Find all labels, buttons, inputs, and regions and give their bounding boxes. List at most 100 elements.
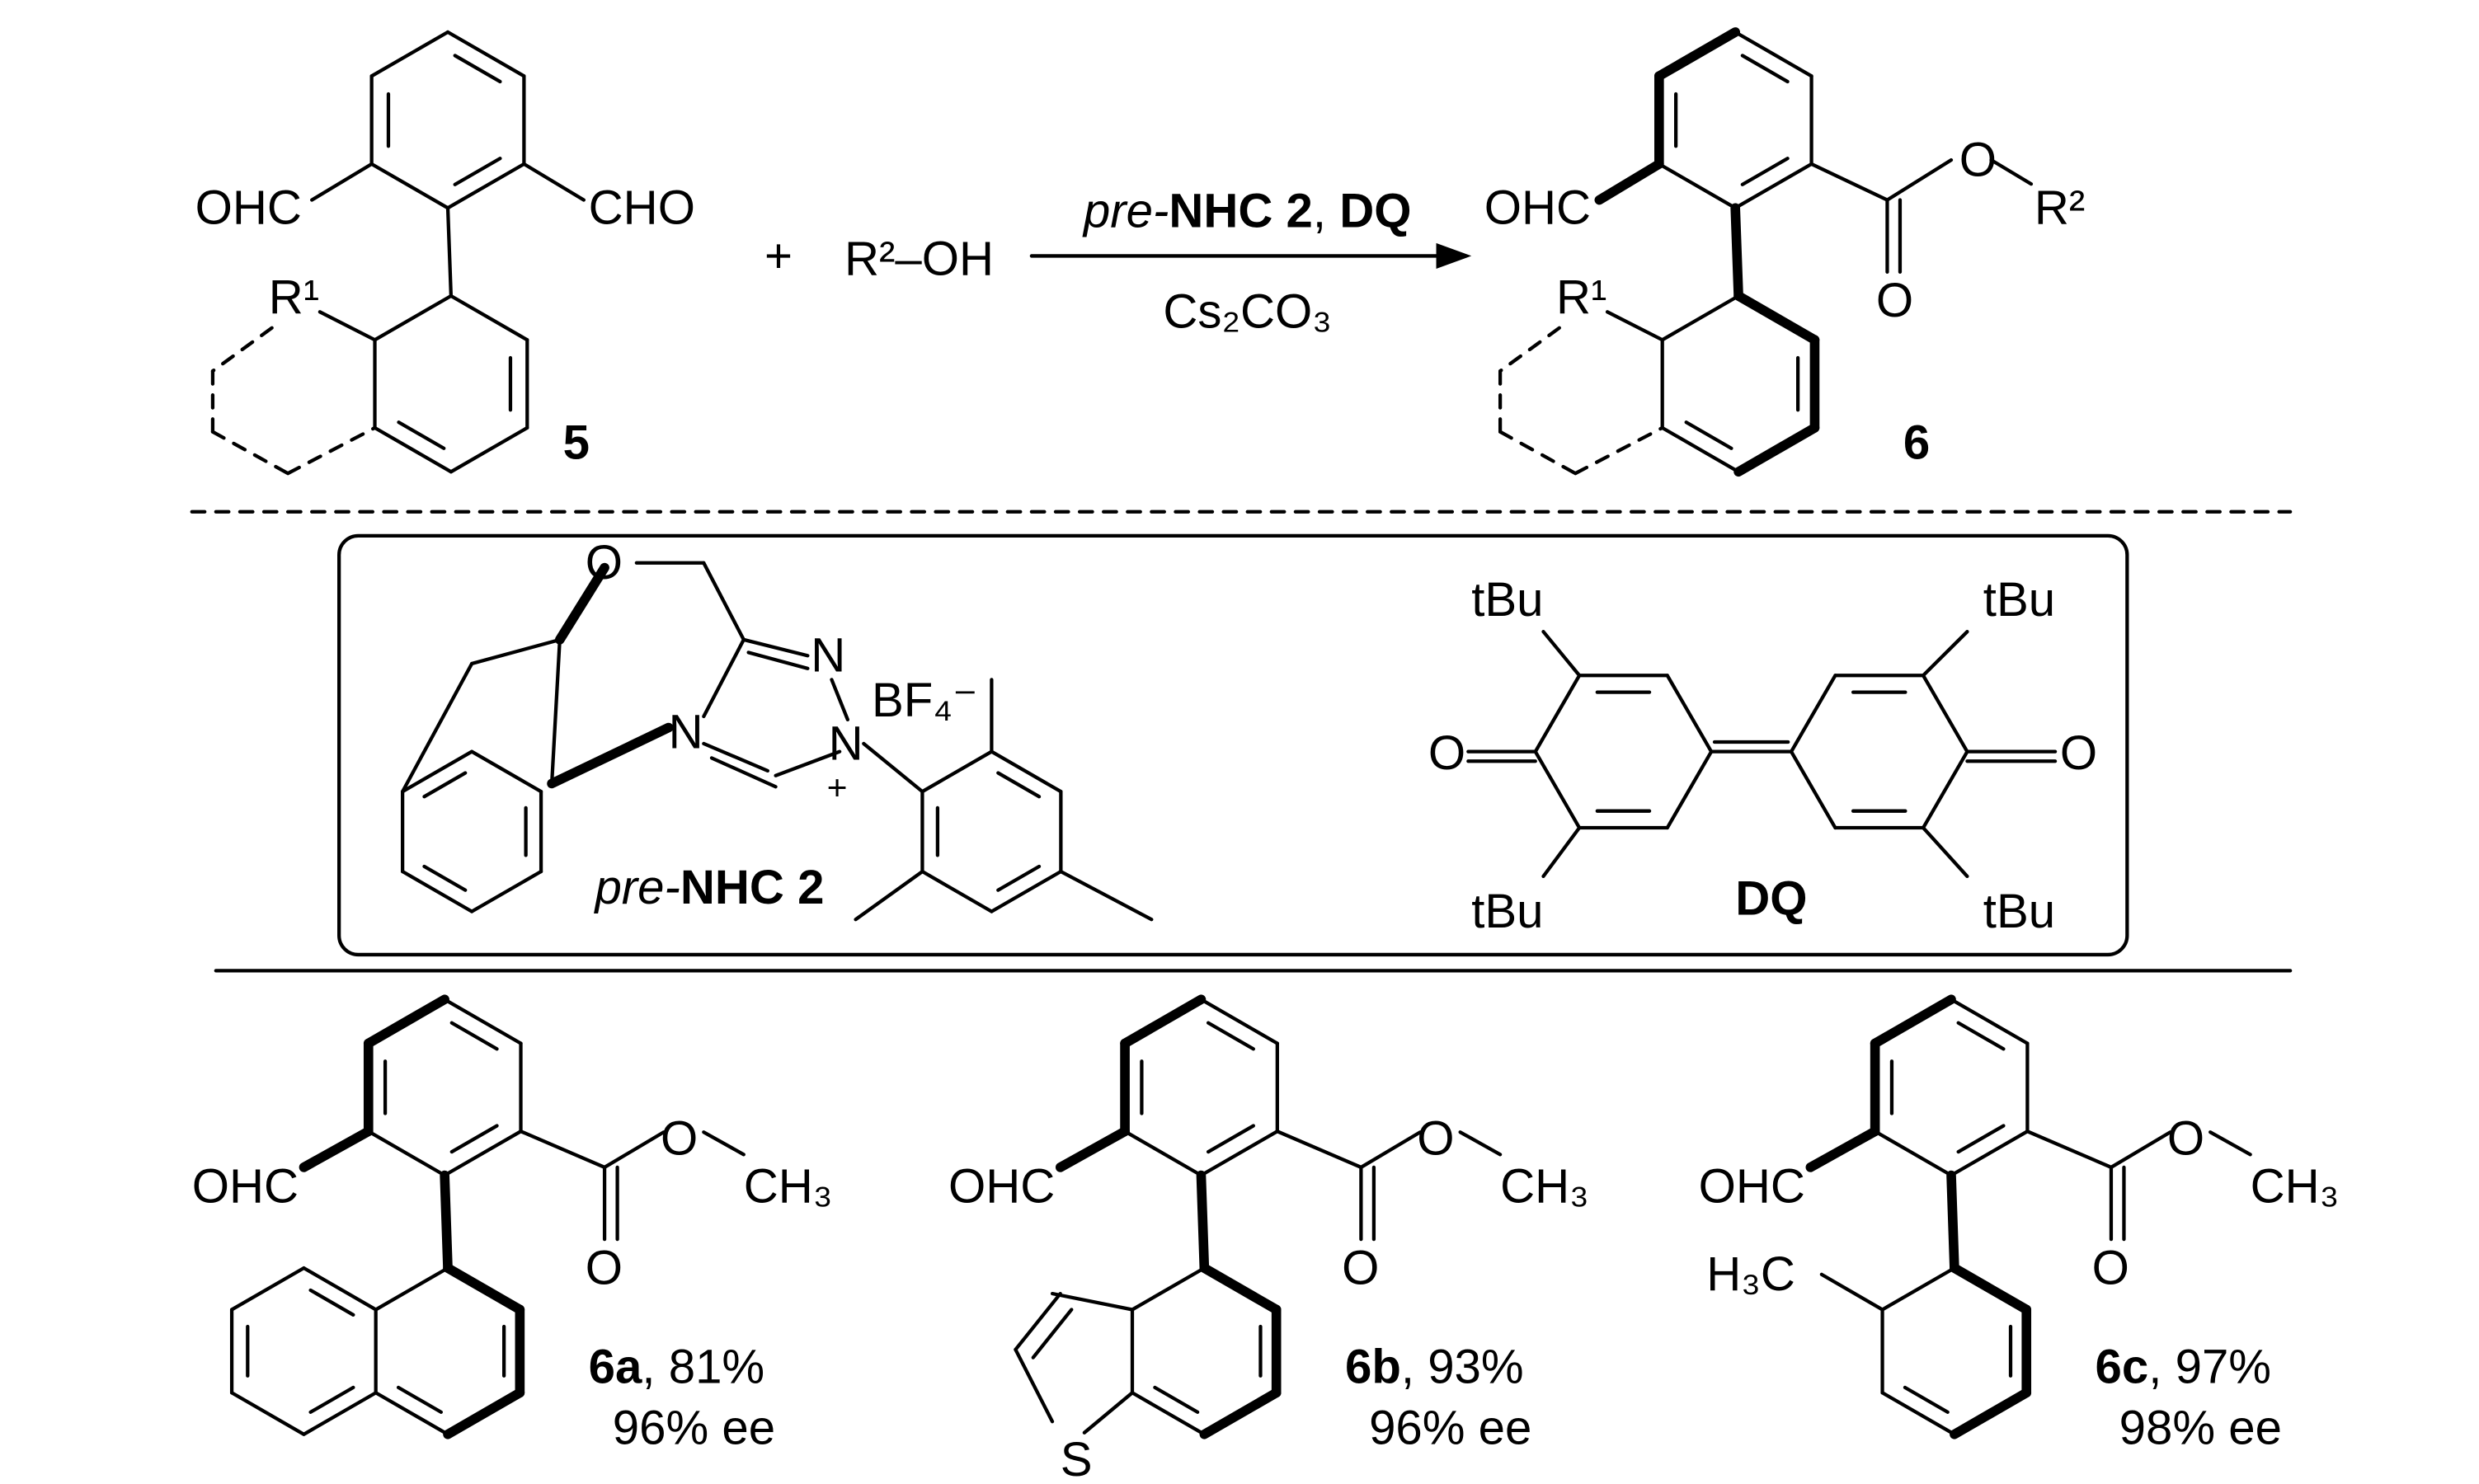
bond: [443, 1263, 525, 1315]
bond: [1789, 674, 1837, 754]
bond: [373, 294, 454, 342]
bond: [1533, 674, 1582, 754]
bond: [1819, 1272, 1884, 1312]
bond: [1740, 157, 1790, 186]
bond: [990, 869, 1063, 913]
bond: [397, 420, 446, 450]
bond: [1880, 1266, 1957, 1312]
bond: [990, 749, 1063, 794]
bond: [1950, 1263, 2032, 1315]
bond: [400, 661, 474, 794]
bond: [1950, 1388, 2032, 1439]
bond: [1733, 423, 1820, 477]
bond: [1870, 994, 1956, 1049]
bond: [210, 326, 274, 373]
bond: [554, 562, 609, 645]
example-ester-o: O: [1417, 1111, 1454, 1165]
bond: [1573, 425, 1664, 476]
bond: [1921, 674, 1969, 754]
product-r2: R²: [2034, 181, 2085, 235]
bond: [1660, 294, 1741, 342]
bond: [1789, 749, 1837, 830]
bond: [2109, 1130, 2172, 1170]
bond: [830, 678, 849, 721]
bond: [1605, 310, 1664, 342]
bond: [1949, 1129, 2030, 1177]
product-label: 6: [1903, 416, 1930, 470]
bond: [400, 869, 474, 913]
bond: [2025, 1129, 2114, 1170]
bond: [1921, 749, 1969, 830]
product-ester-o: O: [1959, 133, 1997, 186]
example-aldehyde: OHC: [1699, 1160, 1805, 1214]
product-ohc: OHC: [1484, 181, 1591, 235]
bond: [453, 157, 502, 186]
example-carbonyl-o: O: [586, 1241, 623, 1294]
bond: [1733, 291, 1820, 345]
conditions-bottom: Cs₂CO₃: [1163, 285, 1332, 339]
bond: [1122, 1129, 1203, 1177]
bond: [285, 425, 377, 476]
dq-label: DQ: [1735, 871, 1807, 925]
reactant-cho: CHO: [589, 181, 695, 235]
arrow-head: [1436, 242, 1472, 269]
example-ee: 96% ee: [613, 1401, 775, 1454]
example-methyl: CH₃: [2251, 1160, 2340, 1214]
bond: [449, 1021, 499, 1051]
bond: [469, 749, 543, 794]
bond: [369, 162, 450, 210]
product-carbonyl-o: O: [1876, 274, 1913, 327]
bond: [1275, 1129, 1363, 1170]
bond: [445, 206, 454, 298]
alcohol: R²–OH: [844, 232, 994, 286]
bond: [709, 756, 778, 789]
bond: [774, 749, 842, 777]
bond: [1120, 994, 1207, 1049]
example-ee: 98% ee: [2119, 1401, 2282, 1454]
bond: [1541, 825, 1582, 879]
bond: [1733, 30, 1813, 78]
bond: [1014, 1347, 1055, 1424]
bond: [308, 1385, 355, 1414]
bond: [1949, 998, 2030, 1045]
bond: [1989, 157, 2034, 186]
bond: [1740, 54, 1790, 84]
bond: [440, 1170, 453, 1273]
example-aldehyde: OHC: [192, 1160, 299, 1214]
bond: [449, 294, 529, 342]
bond: [702, 1130, 746, 1157]
bond: [1130, 1266, 1207, 1312]
bond: [469, 869, 543, 913]
bond: [443, 998, 523, 1045]
example-ester-o: O: [2167, 1111, 2204, 1165]
bond: [302, 1266, 378, 1312]
bond-lines: [210, 27, 2058, 922]
bond: [308, 1288, 355, 1317]
bond: [1903, 1385, 1950, 1414]
example-ester-o: O: [661, 1111, 698, 1165]
bond: [1059, 869, 1154, 922]
bond: [920, 749, 994, 794]
bond: [369, 30, 450, 78]
bond: [1196, 1170, 1210, 1273]
bond: [229, 1266, 306, 1312]
bond: [1921, 630, 1969, 678]
bond: [229, 1391, 306, 1436]
bond: [1809, 162, 1889, 202]
bond: [449, 1124, 499, 1154]
bond: [920, 869, 994, 913]
reagents-box: [337, 533, 2129, 957]
bond: [1873, 1129, 1954, 1177]
bond: [443, 1388, 525, 1439]
bond: [547, 722, 674, 789]
bond: [1206, 1021, 1255, 1051]
bond: [366, 1129, 447, 1177]
bond: [1014, 1291, 1062, 1352]
bond: [854, 869, 924, 922]
bond: [1946, 1170, 1959, 1273]
bond: [210, 430, 290, 476]
bond: [1921, 825, 1969, 879]
reactant-label: 5: [563, 416, 590, 470]
